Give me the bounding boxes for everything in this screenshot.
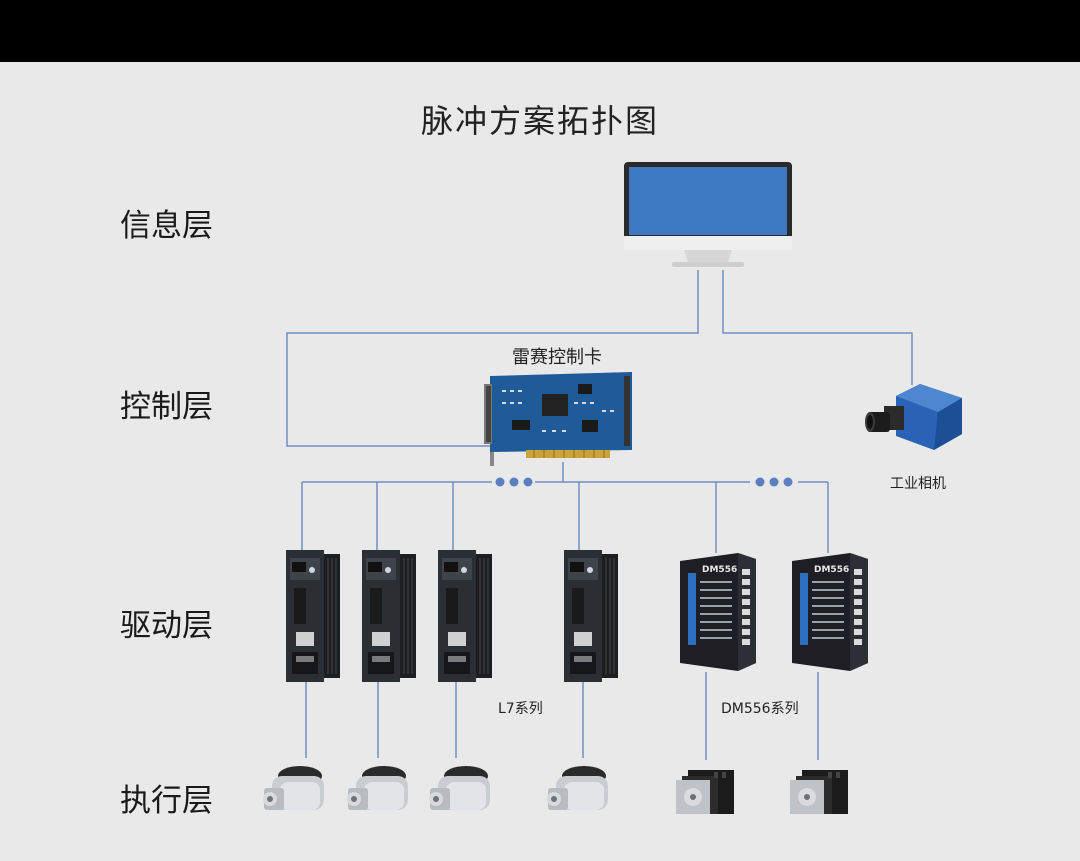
stepper-model-text: DM556 [702,565,738,575]
servo-motor-icon [429,766,490,810]
servo-drive-icon [564,550,618,682]
servo-series-label: L7系列 [498,701,543,717]
control-card-label: 雷赛控制卡 [512,347,602,368]
stepper-series-label: DM556系列 [721,701,799,717]
servo-drive-icon [438,550,492,682]
stepper-driver-icon [680,553,756,671]
ellipsis-dot [783,477,793,487]
top-black-bar [0,0,1080,62]
layer-label-info: 信息层 [120,208,213,244]
servo-motor-icon [263,766,324,810]
diagram-title: 脉冲方案拓扑图 [420,102,659,140]
ellipsis-dot [523,477,533,487]
servo-drive-icon [362,550,416,682]
computer-monitor-icon [624,162,792,267]
industrial-camera-icon [865,384,962,450]
servo-motor-icon [347,766,408,810]
stepper-model-text: DM556 [814,565,850,575]
layer-label-exec: 执行层 [120,783,213,819]
ellipsis-dot [495,477,505,487]
ellipsis-dot [755,477,765,487]
layer-label-drive: 驱动层 [120,608,213,644]
layer-label-control: 控制层 [120,389,213,425]
line-pc-to-card [286,270,699,447]
stepper-driver-2: DM556 [786,551,870,673]
camera-label: 工业相机 [890,476,946,492]
servo-drive-icon [286,550,340,682]
ellipsis-dot [509,477,519,487]
stepper-motor-icon [790,770,848,814]
line-pc-to-camera [722,270,913,385]
stepper-driver-1: DM556 [674,551,758,673]
stepper-motor-icon [676,770,734,814]
stepper-driver-icon [792,553,868,671]
control-card-icon [484,372,632,466]
servo-motor-icon [547,766,608,810]
ellipsis-dot [769,477,779,487]
